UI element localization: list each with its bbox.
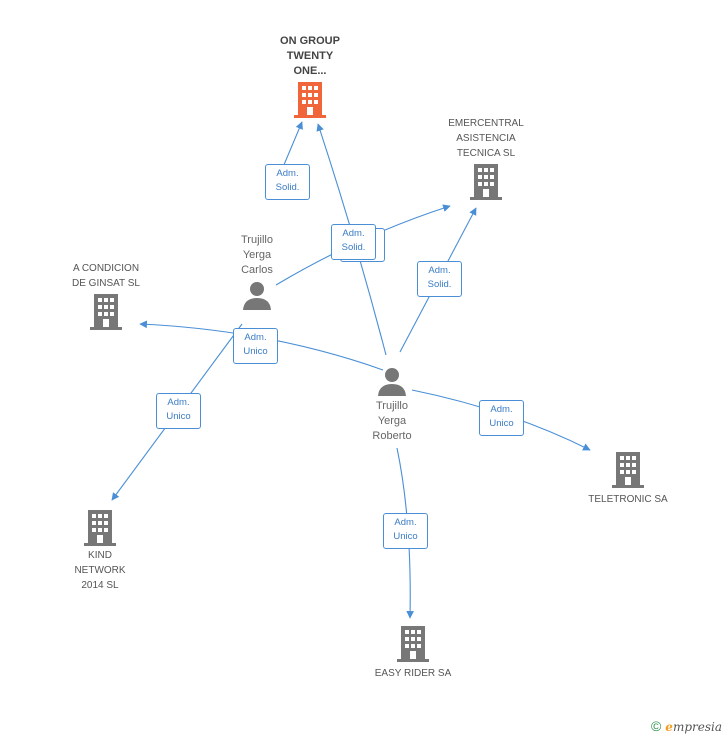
relation-badge-carlos-kind-network[interactable]: Adm. Unico [156,393,201,429]
relation-badge-roberto-emercentral[interactable]: Adm. Solid. [417,261,462,297]
building-icon [397,626,429,662]
person-icon [378,368,406,396]
relation-role: Adm. [276,168,299,179]
company-emercentral[interactable]: EMERCENTRAL ASISTENCIA TECNICA SL [434,116,538,200]
relation-role: Adm. [394,517,417,528]
building-icon [84,510,116,546]
company-label: A CONDICION DE GINSAT SL [72,263,140,289]
person-icon [243,282,271,310]
footer-brand: ©empresia [651,718,722,734]
relation-type: Unico [166,411,191,422]
company-label: KIND NETWORK 2014 SL [74,550,126,591]
relation-type: Unico [489,418,514,429]
building-icon [294,82,326,118]
relation-role: Adm. [167,397,190,408]
relation-badge-carlos-emercentral[interactable]: Adm. Solid. [331,224,376,260]
building-icon [470,164,502,200]
building-icon [90,294,122,330]
relation-badge-roberto-teletronic[interactable]: Adm. Unico [479,400,524,436]
company-kind-network[interactable]: KIND NETWORK 2014 SL [56,510,144,593]
relation-role: Adm. [342,228,365,239]
company-easy-rider[interactable]: EASY RIDER SA [362,626,464,681]
company-on-group-twenty-one[interactable]: ON GROUP TWENTY ONE... [262,34,358,118]
company-label: ON GROUP TWENTY ONE... [280,35,340,77]
person-label: Trujillo Yerga Carlos [241,234,273,276]
company-teletronic[interactable]: TELETRONIC SA [580,452,676,507]
person-trujillo-yerga-roberto[interactable]: Trujillo Yerga Roberto [357,366,427,444]
company-label: TELETRONIC SA [588,494,668,505]
brand-initial: e [665,720,673,734]
company-label: EMERCENTRAL ASISTENCIA TECNICA SL [448,118,524,159]
brand-logo: empresia [665,720,722,734]
person-trujillo-yerga-carlos[interactable]: Trujillo Yerga Carlos [222,233,292,310]
relation-type: Solid. [427,279,452,290]
brand-name: mpresia [672,720,722,734]
relation-badge-carlos-on-group[interactable]: Adm. Solid. [265,164,310,200]
person-label: Trujillo Yerga Roberto [372,400,412,442]
company-a-condicion-de-ginsat[interactable]: A CONDICION DE GINSAT SL [56,261,156,330]
company-label: EASY RIDER SA [374,668,452,679]
relation-role: Adm. [428,265,451,276]
relation-type: Unico [243,346,268,357]
relation-type: Solid. [275,182,300,193]
relation-badge-roberto-easy-rider[interactable]: Adm. Unico [383,513,428,549]
relation-type: Solid. [341,242,366,253]
relation-role: Adm. [244,332,267,343]
relation-badge-roberto-a-condicion[interactable]: Adm. Unico [233,328,278,364]
relation-role: Adm. [490,404,513,415]
relation-type: Unico [393,531,418,542]
copyright-icon: © [650,718,662,734]
building-icon [612,452,644,488]
